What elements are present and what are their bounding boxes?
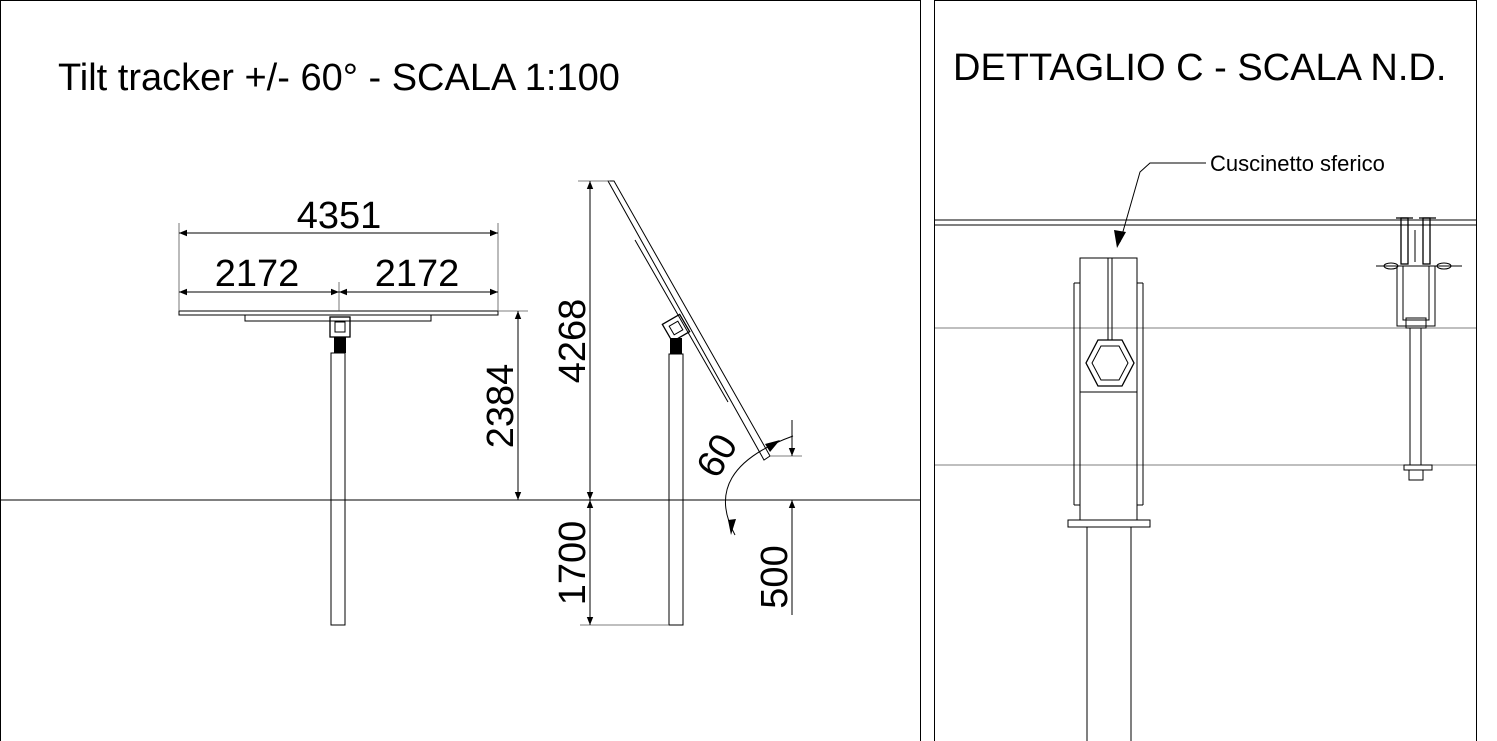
right-panel-frame xyxy=(934,0,1477,741)
dim-max-height: 4268 xyxy=(552,299,594,384)
base-plate xyxy=(1067,519,1151,528)
solar-panel-tilted xyxy=(607,180,771,461)
hex-nut-inner xyxy=(1091,345,1129,381)
hex-nut xyxy=(1085,339,1135,387)
angle-arrow-top xyxy=(765,440,780,452)
dim-half-left: 2172 xyxy=(215,253,300,295)
dim-tilt-angle: 60 xyxy=(689,427,747,485)
bearing-core-front xyxy=(334,321,346,333)
pile-front xyxy=(330,352,346,626)
pile-side xyxy=(668,353,684,626)
angle-arrow-bottom xyxy=(728,519,736,535)
bottom-washer xyxy=(1403,464,1433,471)
bearing-callout-label: Cuscinetto sferico xyxy=(1210,151,1385,176)
left-panel: Tilt tracker +/- 60° - SCALA 1:100 4351 … xyxy=(0,0,921,741)
dim-total-width: 4351 xyxy=(297,195,382,237)
washer-right xyxy=(1436,262,1452,270)
dim-axis-height: 2384 xyxy=(480,364,522,449)
callout-leader xyxy=(1119,162,1206,243)
bearing-assembly xyxy=(1067,257,1151,741)
bearing-head-front xyxy=(329,316,351,338)
side-view: 4268 1700 500 60 xyxy=(552,180,802,626)
dim-embed-depth: 1700 xyxy=(552,521,594,606)
bottom-nut xyxy=(1408,469,1424,481)
left-panel-frame xyxy=(0,0,921,741)
solar-panel-front xyxy=(178,310,499,316)
dim-ground-clearance: 500 xyxy=(754,545,796,608)
callout-arrow xyxy=(1114,230,1126,248)
bearing-head-side xyxy=(661,313,691,343)
front-view: 4351 2172 2172 2384 xyxy=(178,195,528,626)
bearing-core-side xyxy=(668,320,684,336)
torque-tube-tilted xyxy=(634,239,729,403)
right-panel: DETTAGLIO C - SCALA N.D. Cuscinetto sfer… xyxy=(934,0,1477,741)
bearing-bracket-side xyxy=(670,338,682,354)
torque-tube-front xyxy=(244,314,432,322)
left-panel-title: Tilt tracker +/- 60° - SCALA 1:100 xyxy=(58,57,620,99)
rail-clip xyxy=(1405,317,1427,329)
bearing-bracket-front xyxy=(334,337,346,353)
right-panel-title: DETTAGLIO C - SCALA N.D. xyxy=(953,47,1446,89)
omega-profile-inner xyxy=(1402,265,1430,321)
dim-half-right: 2172 xyxy=(375,253,460,295)
module-clamp xyxy=(1376,217,1462,481)
